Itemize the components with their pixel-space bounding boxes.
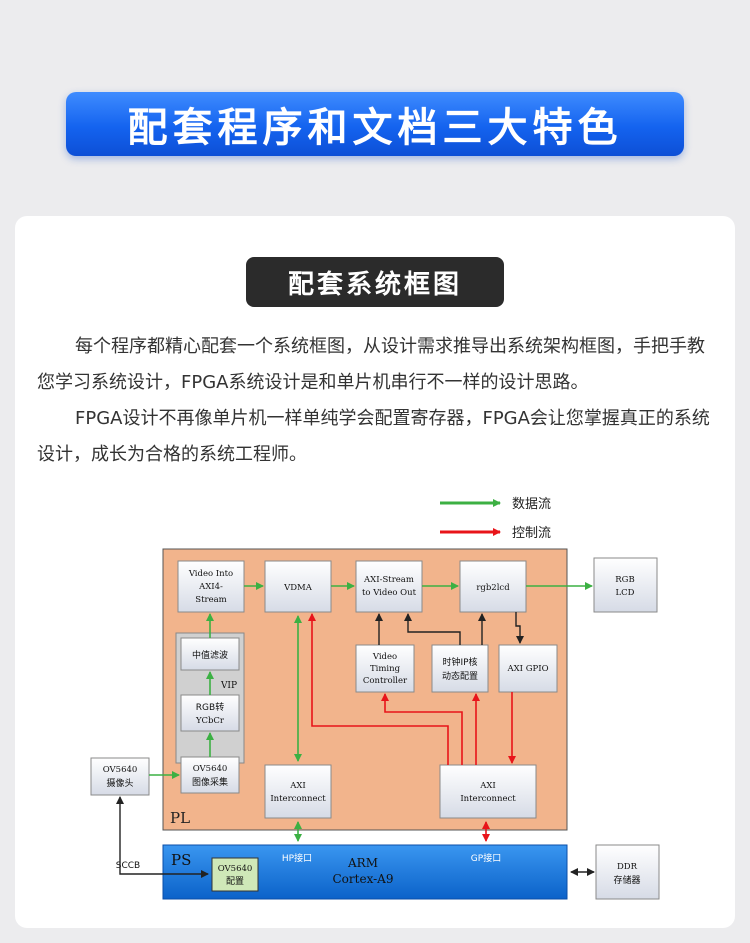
svg-text:中值滤波: 中值滤波 bbox=[192, 649, 228, 661]
arm-label-2: Cortex-A9 bbox=[333, 872, 394, 886]
axi-stream-to-video-out-block: AXI-Stream to Video Out bbox=[355, 560, 423, 613]
axi-gpio-block: AXI GPIO bbox=[498, 644, 558, 693]
svg-text:配置: 配置 bbox=[226, 876, 244, 887]
paragraph-1-text: 每个程序都精心配套一个系统框图，从设计需求推导出系统架构框图，手把手教您学习系统… bbox=[37, 336, 705, 393]
svg-text:RGB: RGB bbox=[615, 575, 634, 585]
clock-ip-dynamic-config-block: 时钟IP核 动态配置 bbox=[431, 644, 489, 693]
svg-text:Controller: Controller bbox=[363, 676, 408, 686]
data-flow-arrows bbox=[149, 582, 593, 842]
svg-text:to Video Out: to Video Out bbox=[362, 588, 417, 598]
ddr-memory-block: DDR 存储器 bbox=[595, 844, 660, 900]
svg-text:时钟IP核: 时钟IP核 bbox=[442, 656, 477, 668]
axi-interconnect-gp-block: AXI Interconnect bbox=[439, 764, 537, 819]
svg-text:AXI GPIO: AXI GPIO bbox=[506, 664, 548, 674]
svg-text:Stream: Stream bbox=[195, 595, 226, 605]
black-arrows bbox=[116, 612, 595, 878]
hp-port-label: HP接口 bbox=[282, 852, 312, 864]
svg-text:动态配置: 动态配置 bbox=[442, 670, 478, 682]
rgb2lcd-block: rgb2lcd bbox=[459, 560, 527, 613]
video-into-axi4-stream-block: Video Into AXI4- Stream bbox=[177, 560, 245, 613]
section-title: 配套系统框图 bbox=[287, 269, 462, 300]
svg-text:Video Into: Video Into bbox=[188, 569, 233, 579]
svg-text:Interconnect: Interconnect bbox=[460, 794, 516, 804]
svg-text:Video: Video bbox=[372, 652, 397, 662]
svg-text:Interconnect: Interconnect bbox=[270, 794, 326, 804]
svg-text:摄像头: 摄像头 bbox=[106, 777, 133, 789]
paragraph-2-text: FPGA设计不再像单片机一样单纯学会配置寄存器，FPGA会让您掌握真正的系统设计… bbox=[37, 408, 710, 465]
svg-text:OV5640: OV5640 bbox=[218, 864, 253, 874]
svg-text:存储器: 存储器 bbox=[613, 874, 640, 886]
svg-text:AXI4-: AXI4- bbox=[198, 582, 223, 592]
svg-text:LCD: LCD bbox=[616, 588, 635, 598]
svg-text:rgb2lcd: rgb2lcd bbox=[476, 583, 510, 593]
svg-text:RGB转: RGB转 bbox=[196, 701, 224, 713]
svg-text:图像采集: 图像采集 bbox=[192, 776, 228, 788]
rgb-lcd-block: RGB LCD bbox=[593, 557, 658, 613]
vip-label: VIP bbox=[220, 681, 237, 691]
svg-text:AXI: AXI bbox=[479, 781, 496, 791]
svg-text:YCbCr: YCbCr bbox=[195, 716, 225, 726]
banner-title: 配套程序和文档三大特色 bbox=[127, 105, 623, 151]
svg-text:AXI-Stream: AXI-Stream bbox=[363, 575, 414, 585]
median-filter-block: 中值滤波 bbox=[180, 637, 240, 671]
svg-text:OV5640: OV5640 bbox=[193, 764, 228, 774]
arm-label-1: ARM bbox=[347, 856, 378, 870]
ps-label: PS bbox=[171, 851, 191, 869]
paragraph-2: FPGA设计不再像单片机一样单纯学会配置寄存器，FPGA会让您掌握真正的系统设计… bbox=[37, 401, 717, 473]
svg-text:VDMA: VDMA bbox=[283, 583, 313, 593]
section-title-pill: 配套系统框图 bbox=[246, 257, 504, 307]
video-timing-controller-block: Video Timing Controller bbox=[355, 644, 415, 693]
title-banner: 配套程序和文档三大特色 bbox=[66, 92, 684, 156]
ov5640-camera-block: OV5640 摄像头 bbox=[90, 757, 150, 796]
svg-text:Timing: Timing bbox=[370, 664, 401, 674]
paragraph-1: 每个程序都精心配套一个系统框图，从设计需求推导出系统架构框图，手把手教您学习系统… bbox=[37, 329, 717, 401]
svg-text:OV5640: OV5640 bbox=[103, 765, 138, 775]
ov5640-capture-block: OV5640 图像采集 bbox=[180, 756, 240, 794]
gp-port-label: GP接口 bbox=[471, 852, 501, 864]
vdma-block: VDMA bbox=[264, 560, 332, 613]
ov5640-config-block: OV5640 配置 bbox=[211, 857, 259, 892]
pl-label: PL bbox=[170, 809, 190, 827]
control-flow-arrows bbox=[308, 613, 516, 842]
legend-data-label: 数据流 bbox=[512, 497, 551, 512]
svg-text:AXI: AXI bbox=[289, 781, 306, 791]
svg-text:DDR: DDR bbox=[617, 862, 638, 872]
rgb-to-ycbcr-block: RGB转 YCbCr bbox=[180, 694, 240, 732]
axi-interconnect-hp-block: AXI Interconnect bbox=[264, 764, 332, 819]
legend-control-label: 控制流 bbox=[512, 526, 551, 541]
